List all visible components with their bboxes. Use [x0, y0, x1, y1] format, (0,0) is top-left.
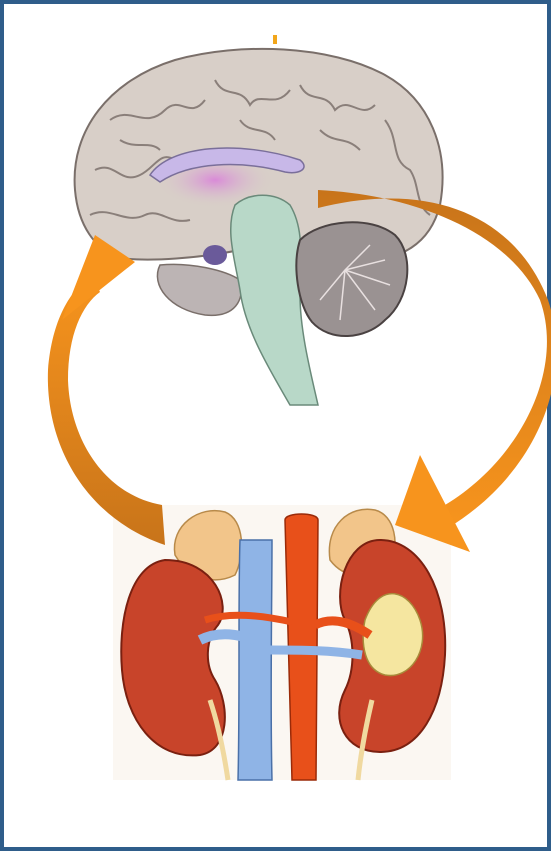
arrow-kidneys-to-brain: [48, 235, 165, 545]
brain-illustration: [75, 35, 443, 405]
kidneys-illustration: [113, 505, 451, 780]
temporal-lobe: [157, 264, 241, 315]
marker-icon: [273, 35, 277, 44]
hypothalamus: [203, 245, 227, 265]
vena-cava: [238, 540, 272, 780]
right-renal-vein: [270, 650, 362, 655]
renal-pelvis: [363, 594, 422, 676]
left-renal-vein: [200, 634, 255, 640]
